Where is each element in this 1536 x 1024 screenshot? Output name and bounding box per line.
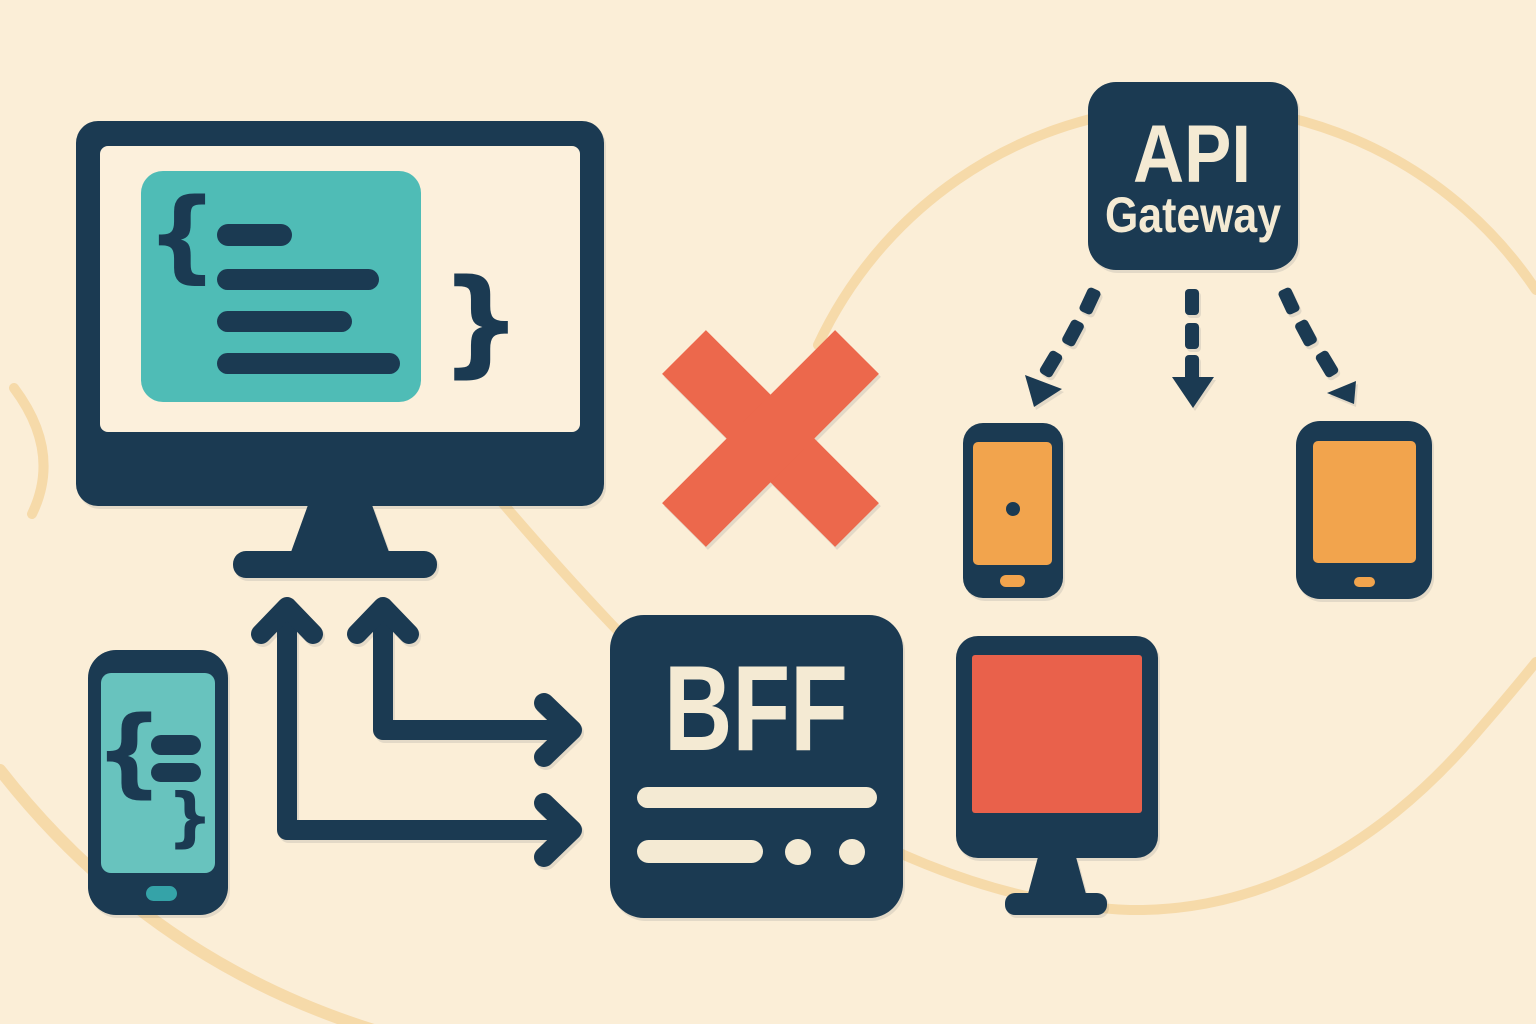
arrow-shaft <box>373 606 564 740</box>
code-line <box>217 353 400 374</box>
phone-home-button <box>146 886 177 901</box>
arrowhead-up-icon <box>251 597 323 644</box>
server-bar <box>637 787 877 808</box>
arrowhead-right-icon <box>534 793 582 867</box>
server-led-icon <box>785 839 811 865</box>
api-gateway-box: API Gateway <box>1088 82 1298 270</box>
tablet-home-button <box>1354 577 1375 587</box>
dashed-arrow-right <box>1278 287 1356 404</box>
monitor-screen <box>972 655 1142 813</box>
dash <box>1315 350 1339 378</box>
dash <box>1295 319 1317 347</box>
foreground-icons: { } { } <box>76 82 1432 918</box>
x-mark-icon <box>662 330 879 547</box>
tablet-screen <box>1313 441 1416 563</box>
api-gateway-label-line1: API <box>1133 109 1251 200</box>
code-line <box>151 763 201 782</box>
arrow-shaft <box>277 606 564 840</box>
arrowhead-up-icon <box>347 597 419 644</box>
open-brace-icon: { <box>146 177 217 294</box>
arrowhead-icon <box>1025 375 1062 407</box>
bff-server-box: BFF <box>610 615 903 918</box>
bent-arrow-inner <box>347 597 582 767</box>
server-slots <box>637 787 877 865</box>
dash <box>1185 355 1199 381</box>
dash <box>1185 289 1199 315</box>
tablet-icon <box>1296 421 1432 599</box>
decorative-arc-bottom-left <box>0 764 375 1024</box>
open-brace-icon: { <box>95 696 163 808</box>
dashed-arrow-middle <box>1172 289 1214 408</box>
close-brace-icon: } <box>440 255 523 390</box>
monitor-stand-neck <box>1028 857 1086 894</box>
monitor-stand-base <box>233 551 437 578</box>
code-lines <box>151 735 201 782</box>
dash <box>1185 323 1199 349</box>
monitor-stand-neck <box>291 505 389 552</box>
close-brace-icon: } <box>167 781 213 855</box>
desktop-monitor-icon <box>956 636 1158 915</box>
code-line <box>151 735 201 755</box>
code-lines <box>217 224 400 374</box>
screen-dot-icon <box>1006 502 1020 516</box>
server-led-icon <box>839 839 865 865</box>
smartphone-icon <box>963 423 1063 598</box>
dash <box>1062 319 1084 347</box>
bent-arrow-outer <box>251 597 582 867</box>
dash <box>1278 287 1300 315</box>
api-gateway-rect <box>1088 82 1298 270</box>
dash <box>1039 350 1063 378</box>
decorative-arc-left-edge <box>9 383 49 519</box>
code-line <box>217 269 379 290</box>
code-monitor-icon: { } <box>76 121 604 578</box>
code-line <box>217 311 352 332</box>
server-bar <box>637 840 763 863</box>
code-line <box>217 224 292 246</box>
monitor-stand-base <box>1005 893 1107 915</box>
arrowhead-icon <box>1172 377 1214 408</box>
client-request-arrows <box>251 597 582 867</box>
dash <box>1079 287 1101 315</box>
arrowhead-icon <box>1327 381 1356 404</box>
api-gateway-label-line2: Gateway <box>1105 187 1281 243</box>
gateway-fanout-arrows <box>1025 287 1356 408</box>
bff-label: BFF <box>664 640 848 776</box>
arrowhead-right-icon <box>534 693 582 767</box>
x-stroke <box>662 330 879 547</box>
dashed-arrow-left <box>1025 287 1101 407</box>
code-phone-icon: { } <box>88 650 228 915</box>
phone-home-button <box>1000 575 1025 587</box>
